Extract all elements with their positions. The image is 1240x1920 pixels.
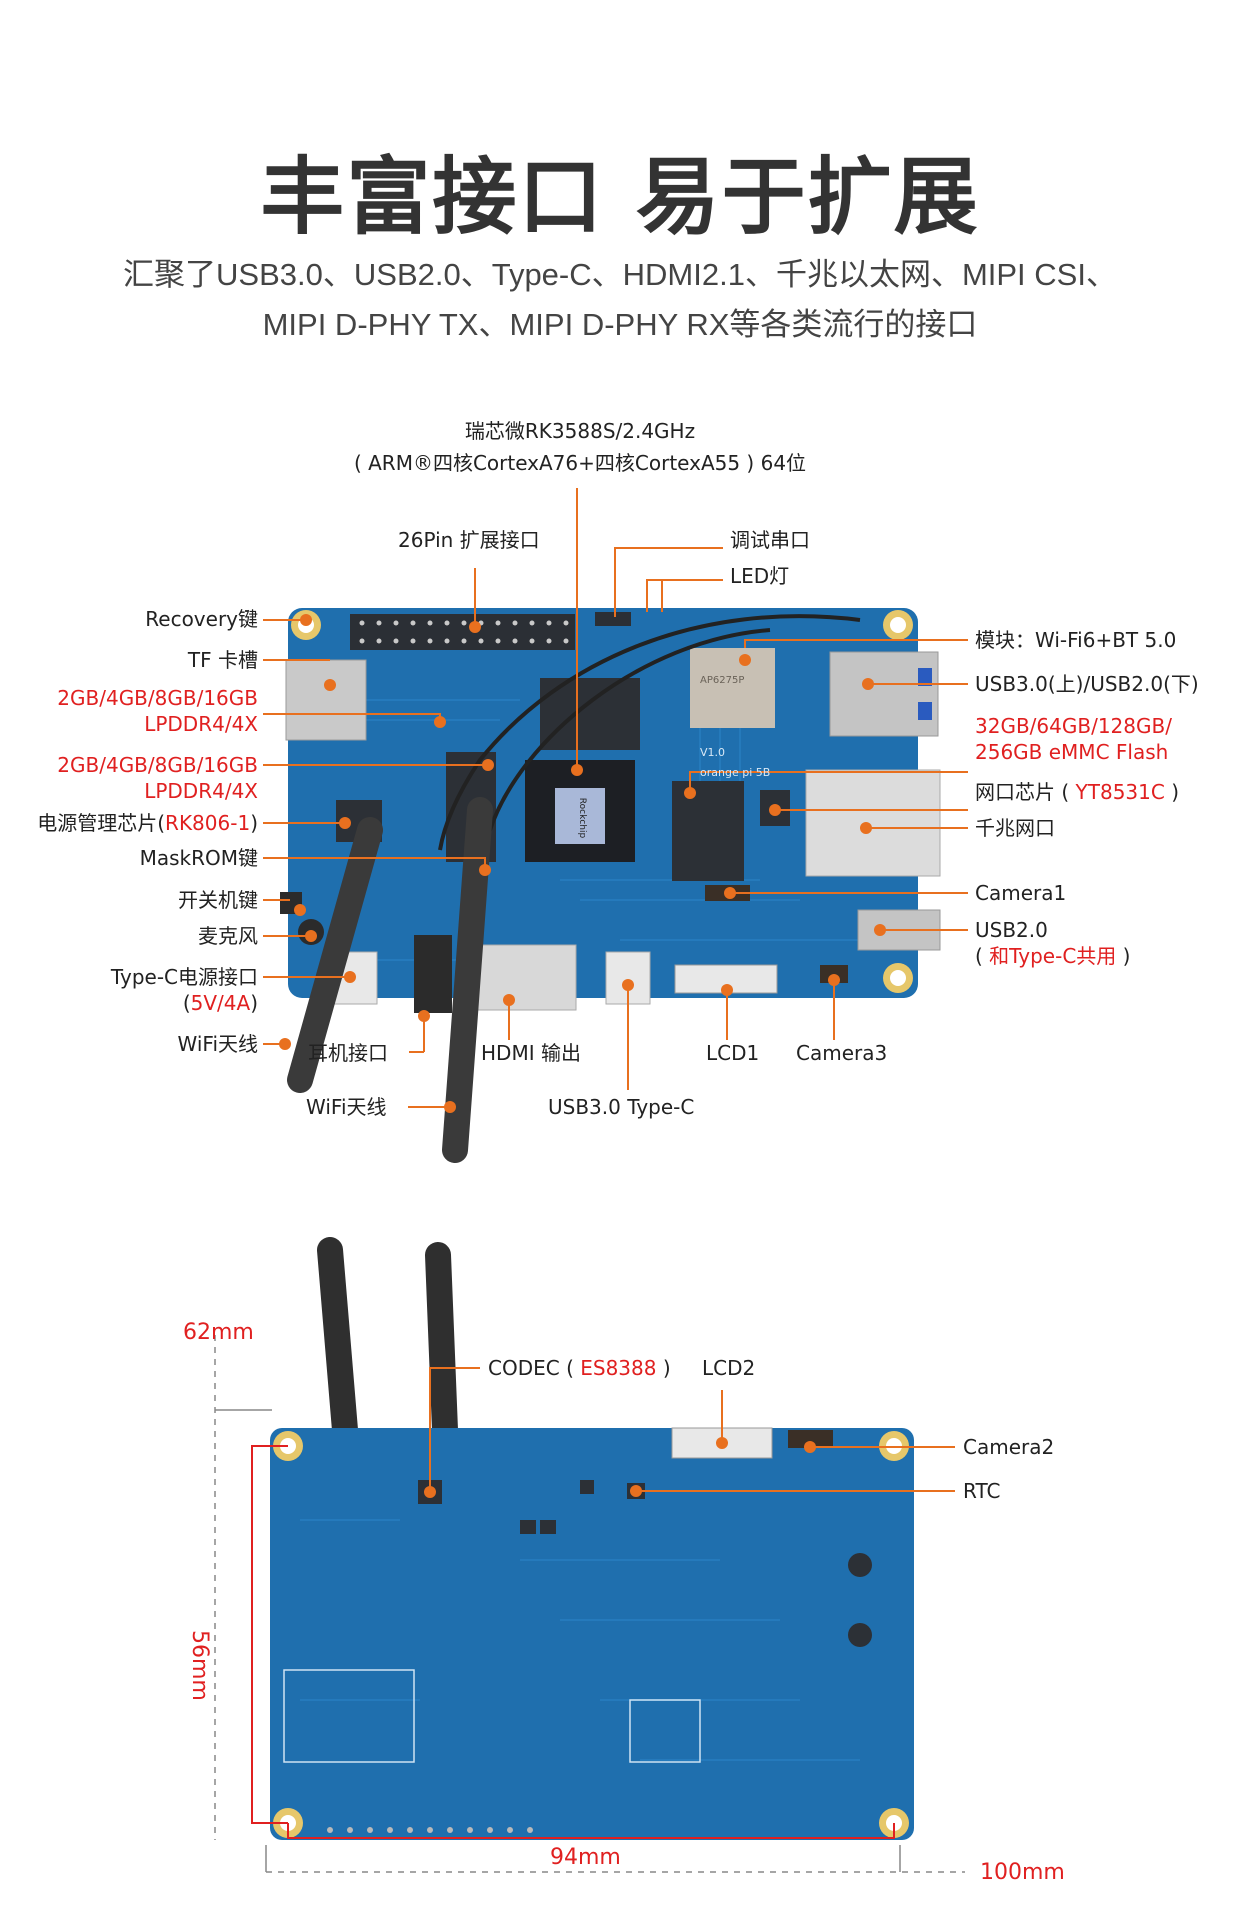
bottom-pcb bbox=[270, 1428, 914, 1840]
label-codec: CODEC ( ES8388 ) bbox=[488, 1355, 671, 1381]
wifi-antenna-left bbox=[287, 817, 383, 1093]
page-title: 丰富接口 易于扩展 bbox=[260, 148, 980, 246]
label-wifi-antenna-left: WiFi天线 bbox=[177, 1032, 259, 1056]
label-camera3: Camera3 bbox=[796, 1041, 888, 1065]
label-typec-power: Type-C电源接口 bbox=[110, 965, 258, 989]
label-wifi-antenna-right: WiFi天线 bbox=[306, 1095, 387, 1119]
headphone-jack bbox=[414, 935, 452, 1013]
label-camera1: Camera1 bbox=[975, 881, 1067, 905]
dimension-hole-width: 94mm bbox=[550, 1845, 621, 1870]
camera2-connector bbox=[788, 1430, 833, 1448]
wifi-chip-marking: AP6275P bbox=[700, 675, 745, 686]
codec-model: ES8388 bbox=[580, 1356, 657, 1380]
label-wifi-module: 模块：Wi-Fi6+BT 5.0 bbox=[975, 628, 1177, 652]
label-pmic: 电源管理芯片(RK806-1) bbox=[37, 810, 258, 836]
wifi-module bbox=[690, 648, 775, 728]
label-ethernet-phy: 网口芯片 ( YT8531C ) bbox=[975, 779, 1179, 805]
label-lcd1: LCD1 bbox=[706, 1041, 760, 1065]
board-name-marking: orange pi 5B bbox=[700, 766, 771, 779]
label-led: LED灯 bbox=[730, 564, 790, 588]
label-microphone: 麦克风 bbox=[198, 924, 258, 948]
power-spec: 5V/4A bbox=[190, 991, 251, 1015]
note-close: ) bbox=[1122, 944, 1131, 968]
dimension-lines bbox=[214, 1335, 965, 1873]
label-ram2-type: LPDDR4/4X bbox=[144, 779, 258, 803]
page-subtitle: 汇聚了USB3.0、USB2.0、Type-C、HDMI2.1、千兆以太网、MI… bbox=[0, 250, 1240, 350]
phy-suffix: ) bbox=[1171, 780, 1179, 804]
note-open: ( bbox=[975, 944, 983, 968]
label-power-key: 开关机键 bbox=[178, 888, 258, 912]
label-usb3-typec: USB3.0 Type-C bbox=[548, 1095, 695, 1119]
soc-label-line2: ( ARM®四核CortexA76+四核CortexA55 ) 64位 bbox=[353, 451, 807, 475]
codec-prefix: CODEC ( bbox=[488, 1356, 574, 1380]
board-version-marking: V1.0 bbox=[700, 746, 726, 759]
emmc-chip bbox=[672, 781, 744, 881]
label-emmc-type: 256GB eMMC Flash bbox=[975, 740, 1169, 764]
label-camera2: Camera2 bbox=[963, 1435, 1055, 1459]
top-leader-dots bbox=[279, 614, 886, 1113]
codec-suffix: ) bbox=[662, 1356, 671, 1380]
phy-model: YT8531C bbox=[1075, 780, 1165, 804]
label-typec-power-spec: (5V/4A) bbox=[183, 990, 258, 1016]
gigabit-ethernet-port bbox=[805, 769, 941, 877]
label-emmc-capacity: 32GB/64GB/128GB/ bbox=[975, 714, 1172, 738]
rockchip-marking: Rockchip bbox=[577, 798, 587, 839]
dimension-hole-height: 56mm bbox=[187, 1630, 212, 1701]
debug-uart-header bbox=[595, 612, 631, 626]
label-gigabit-ethernet: 千兆网口 bbox=[975, 816, 1055, 840]
label-ram1-type: LPDDR4/4X bbox=[144, 712, 258, 736]
label-ram2-capacity: 2GB/4GB/8GB/16GB bbox=[57, 753, 258, 777]
label-usb2: USB2.0 bbox=[975, 918, 1048, 942]
antenna-stub-right bbox=[425, 1242, 458, 1443]
wifi-antenna-right bbox=[442, 797, 493, 1163]
label-ram1-capacity: 2GB/4GB/8GB/16GB bbox=[57, 686, 258, 710]
tf-card-slot bbox=[285, 659, 367, 741]
phy-prefix: 网口芯片 ( bbox=[975, 780, 1070, 804]
top-board: Rockchip bbox=[280, 608, 941, 1163]
label-usb2-note: ( 和Type-C共用 ) bbox=[975, 943, 1130, 969]
pmic-prefix: 电源管理芯片( bbox=[37, 811, 166, 835]
dimension-total-height: 62mm bbox=[183, 1320, 254, 1345]
label-debug-uart: 调试串口 bbox=[730, 528, 810, 552]
top-leader-lines bbox=[263, 488, 968, 1108]
pmic-suffix: ) bbox=[250, 811, 258, 835]
spec-open: ( bbox=[182, 991, 191, 1015]
subtitle-line-2: MIPI D-PHY TX、MIPI D-PHY RX等各类流行的接口 bbox=[262, 307, 978, 342]
label-gpio-header: 26Pin 扩展接口 bbox=[398, 528, 540, 552]
label-tf-slot: TF 卡槽 bbox=[187, 648, 258, 672]
label-headphone-jack: 耳机接口 bbox=[308, 1041, 388, 1065]
soc-die-label bbox=[555, 788, 605, 844]
usb2-note: 和Type-C共用 bbox=[989, 944, 1117, 968]
dimension-total-width: 100mm bbox=[980, 1860, 1065, 1885]
gpio-header bbox=[350, 614, 575, 650]
soc-label-line1: 瑞芯微RK3588S/2.4GHz bbox=[464, 419, 696, 443]
antenna-stub-left bbox=[317, 1237, 358, 1443]
label-hdmi: HDMI 输出 bbox=[481, 1041, 581, 1065]
label-usb-stack: USB3.0(上)/USB2.0(下) bbox=[975, 672, 1199, 696]
label-recovery-key: Recovery键 bbox=[145, 607, 258, 631]
hdmi-port bbox=[477, 944, 577, 1011]
pmic-model: RK806-1 bbox=[165, 811, 251, 835]
bottom-board bbox=[270, 1237, 914, 1840]
usb-stack-port bbox=[829, 651, 939, 737]
subtitle-line-1: 汇聚了USB3.0、USB2.0、Type-C、HDMI2.1、千兆以太网、MI… bbox=[123, 257, 1117, 292]
label-lcd2: LCD2 bbox=[702, 1356, 756, 1380]
label-rtc: RTC bbox=[963, 1479, 1001, 1503]
bottom-leader-lines bbox=[429, 1367, 955, 1492]
label-maskrom-key: MaskROM键 bbox=[139, 846, 258, 870]
spec-close: ) bbox=[250, 991, 258, 1015]
